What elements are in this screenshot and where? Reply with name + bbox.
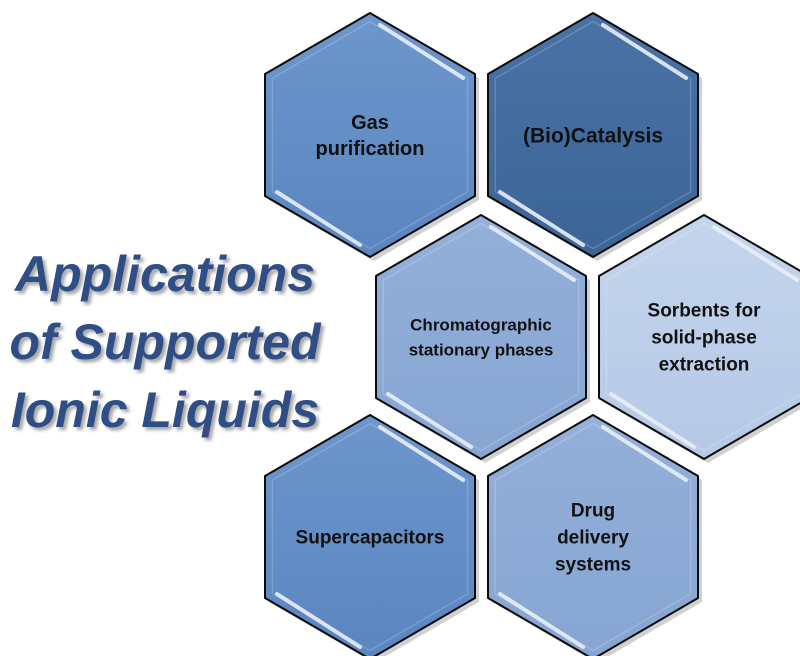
hexagon-highlight-bottom <box>275 190 362 247</box>
hexagon-highlight-bottom <box>498 592 585 649</box>
hexagon-drug: Drug delivery systems <box>487 414 702 656</box>
hexagon-bevel <box>382 222 580 452</box>
hexagon-highlight-top <box>378 23 465 80</box>
hexagon-label-line: purification <box>316 138 425 160</box>
hexagon-bevel <box>605 222 800 452</box>
hexagon-shape <box>598 214 800 460</box>
hexagon-shape <box>264 12 476 258</box>
hexagon-highlight-bottom <box>386 392 473 449</box>
title-line-2: of Supported <box>9 314 321 370</box>
hexagon-highlight-top <box>378 425 465 482</box>
hexagon-label-catalysis: (Bio)Catalysis <box>523 124 663 147</box>
hexagon-label-supercapacitors: Supercapacitors <box>296 528 445 549</box>
hexagon-bevel <box>271 422 469 652</box>
hexagon-label-line: delivery <box>557 528 629 549</box>
hexagon-bevel <box>494 422 692 652</box>
hexagon-highlight-bottom <box>609 392 696 449</box>
hexagon-highlight-top <box>489 225 576 282</box>
hexagon-label-line: Sorbents for <box>648 301 762 322</box>
hexagon-label-chromatographic: Chromatographic stationary phases <box>409 315 554 359</box>
hexagon-bevel <box>271 20 469 250</box>
hexagon-shape <box>487 414 699 656</box>
hexagon-label-drug: Drug delivery systems <box>555 501 631 576</box>
hexagon-bevel <box>494 20 692 250</box>
hexagon-chromatographic: Chromatographic stationary phases <box>375 214 590 463</box>
hexagon-label-line: extraction <box>659 355 750 376</box>
hexagon-shape <box>487 12 699 258</box>
hexagon-label-gas: Gas purification <box>316 112 425 160</box>
hexagon-label-line: Supercapacitors <box>296 528 445 549</box>
hexagon-label-line: Drug <box>571 501 615 522</box>
hexagon-shape <box>375 214 587 460</box>
hexagon-label-line: Chromatographic <box>410 315 552 334</box>
hexagon-gas: Gas purification <box>264 12 479 261</box>
hexagon-supercapacitors: Supercapacitors <box>264 414 479 656</box>
hexagon-catalysis: (Bio)Catalysis <box>487 12 702 261</box>
hexagon-highlight-bottom <box>498 190 585 247</box>
hexagon-shape <box>264 414 476 656</box>
title-line-3: Ionic Liquids <box>10 382 320 438</box>
diagram-title: Applications of Supported Ionic Liquids <box>0 240 330 444</box>
hexagon-label-sorbents: Sorbents for solid-phase extraction <box>648 301 762 376</box>
hexagon-label-line: Gas <box>351 112 389 134</box>
hexagon-label-line: solid-phase <box>651 328 757 349</box>
hexagon-label-line: systems <box>555 555 631 576</box>
hexagon-label-line: (Bio)Catalysis <box>523 124 663 147</box>
hexagon-sorbents: Sorbents for solid-phase extraction <box>598 214 800 463</box>
hexagon-highlight-top <box>601 425 688 482</box>
hexagon-label-line: stationary phases <box>409 340 554 359</box>
title-line-1: Applications <box>14 246 316 302</box>
hexagon-highlight-bottom <box>275 592 362 649</box>
hexagon-highlight-top <box>601 23 688 80</box>
hexagon-highlight-top <box>712 225 799 282</box>
